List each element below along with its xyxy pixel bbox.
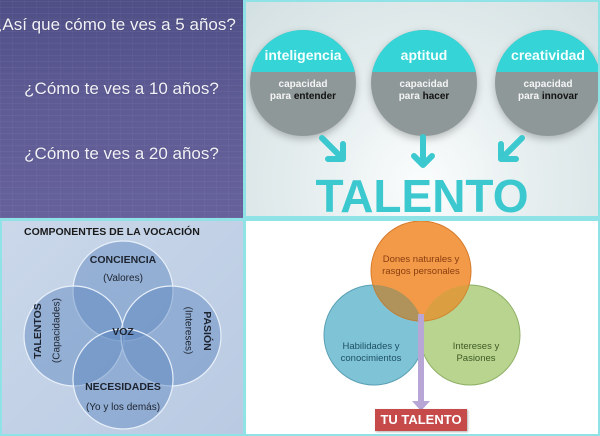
circle-title: inteligencia	[264, 47, 342, 63]
circle-header	[495, 30, 598, 72]
label-pasion: PASIÓN	[201, 311, 213, 351]
circle-desc: capacidad para entender	[250, 79, 356, 103]
venn-three-circles	[323, 221, 521, 411]
desc-line1: capacidad	[278, 79, 328, 90]
label-intereses: Intereses y Pasiones	[431, 341, 521, 365]
desc-emphasis: hacer	[422, 91, 450, 102]
question-10-years: ¿Cómo te ves a 10 años?	[24, 79, 219, 98]
desc-line2: para hacer	[371, 91, 477, 103]
circle-creatividad: creatividad capacidad para innovar	[495, 30, 598, 136]
desc-prefix: para	[398, 91, 420, 102]
label-voz: VOZ	[112, 326, 134, 338]
circle-desc: capacidad para hacer	[371, 79, 477, 103]
question-5-years: ¿Así que cómo te ves a 5 años?	[0, 15, 236, 34]
slide-grid-texture	[0, 0, 243, 218]
label-necesidades: NECESIDADES	[85, 381, 161, 393]
diagram-title: COMPONENTES DE LA VOCACIÓN	[24, 226, 200, 238]
label-talentos: TALENTOS	[32, 303, 44, 359]
label-line1: Habilidades y	[342, 341, 400, 352]
sub-intereses: (Intereses)	[182, 306, 194, 355]
question-20-years: ¿Cómo te ves a 20 años?	[24, 144, 219, 163]
desc-line1: capacidad	[399, 79, 449, 90]
circle-title: aptitud	[400, 47, 448, 63]
tu-talento-diagram: Dones naturales y rasgos personales Habi…	[246, 221, 598, 434]
questions-slide: ¿Así que cómo te ves a 5 años? ¿Cómo te …	[0, 0, 243, 218]
tu-talento-box: TU TALENTO	[375, 409, 467, 431]
sub-valores: (Valores)	[103, 273, 143, 284]
label-line1: Intereses y	[452, 341, 500, 352]
label-line2: rasgos personales	[382, 266, 460, 277]
sub-capacidades: (Capacidades)	[51, 297, 63, 364]
arrow-down-right-icon	[319, 135, 346, 162]
componentes-vocacion-diagram: COMPONENTES DE LA VOCACIÓN CONCIENCIA (V…	[2, 221, 243, 434]
desc-line1: capacidad	[523, 79, 573, 90]
desc-line2: para innovar	[495, 91, 598, 103]
desc-prefix: para	[269, 91, 292, 102]
desc-emphasis: entender	[293, 91, 337, 102]
arrow-down-icon	[411, 134, 435, 168]
circle-inteligencia: inteligencia capacidad para entender	[250, 30, 356, 136]
sub-yo-y-los-demas: (Yo y los demás)	[85, 402, 161, 413]
desc-prefix: para	[517, 91, 540, 102]
label-conciencia: CONCIENCIA	[89, 254, 157, 266]
desc-emphasis: innovar	[541, 91, 579, 102]
label-dones: Dones naturales y rasgos personales	[371, 254, 471, 278]
label-line2: Pasiones	[456, 353, 496, 364]
desc-line2: para entender	[250, 91, 356, 103]
talento-heading: TALENTO	[315, 170, 529, 216]
label-line1: Dones naturales y	[382, 254, 460, 265]
circle-header	[371, 30, 477, 72]
venn-four-circles	[23, 240, 222, 430]
talento-infographic: inteligencia capacidad para entender apt…	[246, 2, 598, 216]
circle-aptitud: aptitud capacidad para hacer	[371, 30, 477, 136]
circle-header	[250, 30, 356, 72]
label-line2: conocimientos	[340, 353, 402, 364]
label-habilidades: Habilidades y conocimientos	[326, 341, 416, 365]
arrow-down-left-icon	[498, 135, 525, 162]
circle-title: creatividad	[511, 47, 585, 63]
circle-desc: capacidad para innovar	[495, 79, 598, 103]
